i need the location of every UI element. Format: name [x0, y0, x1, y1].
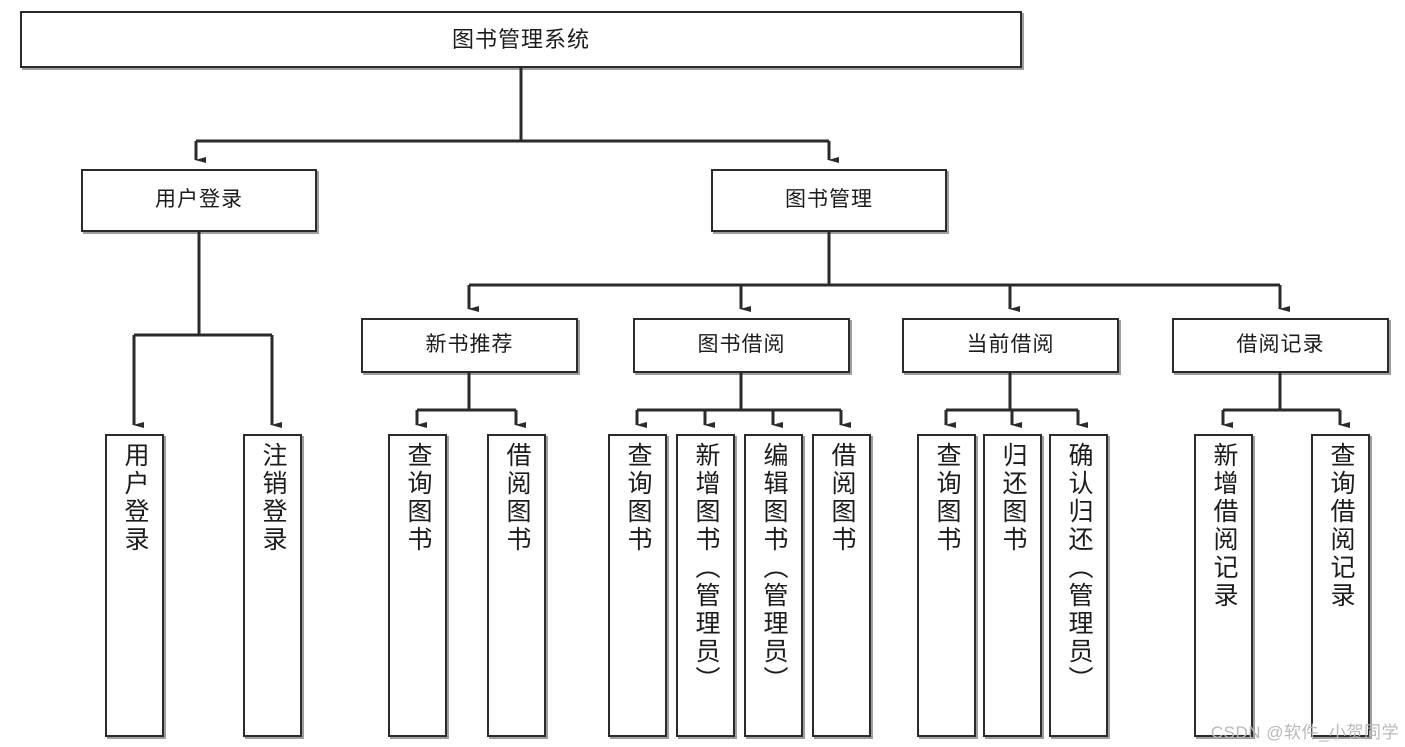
leaf-query-book-current[interactable]: 查询图书 [917, 434, 976, 737]
leaf-label: 查询图书 [624, 442, 652, 554]
leaf-confirm-return-admin[interactable]: 确认归还（管理员） [1049, 434, 1108, 737]
leaf-label: 用户登录 [121, 442, 149, 554]
leaf-label: 新增图书（管理员） [692, 442, 720, 694]
node-book-management-label: 图书管理 [785, 188, 873, 212]
leaf-logout-login[interactable]: 注销登录 [243, 434, 302, 737]
leaf-label: 查询图书 [933, 442, 961, 554]
leaf-label: 新增借阅记录 [1210, 442, 1238, 610]
node-root[interactable]: 图书管理系统 [20, 11, 1022, 68]
node-current-borrow-label: 当前借阅 [966, 333, 1055, 357]
leaf-return-book[interactable]: 归还图书 [983, 434, 1042, 737]
leaf-borrow-book-recommend[interactable]: 借阅图书 [487, 434, 546, 737]
leaf-label: 编辑图书（管理员） [760, 442, 788, 694]
watermark: CSDN @软件_小贺同学 [1210, 723, 1399, 742]
node-new-book-recommend-label: 新书推荐 [425, 333, 514, 357]
leaf-label: 注销登录 [259, 442, 287, 554]
leaf-label: 查询图书 [404, 442, 432, 554]
leaf-add-borrow-record[interactable]: 新增借阅记录 [1194, 434, 1253, 737]
leaf-label: 归还图书 [999, 442, 1027, 554]
node-root-label: 图书管理系统 [451, 26, 590, 52]
leaf-query-book-borrow[interactable]: 查询图书 [608, 434, 667, 737]
leaf-label: 借阅图书 [503, 442, 531, 554]
node-book-management[interactable]: 图书管理 [711, 169, 947, 232]
leaf-label: 查询借阅记录 [1327, 442, 1355, 610]
node-current-borrow[interactable]: 当前借阅 [902, 318, 1119, 373]
node-new-book-recommend[interactable]: 新书推荐 [361, 318, 578, 373]
leaf-label: 借阅图书 [828, 442, 856, 554]
node-user-login[interactable]: 用户登录 [81, 169, 317, 232]
node-borrow-record[interactable]: 借阅记录 [1172, 318, 1389, 373]
leaf-borrow-book[interactable]: 借阅图书 [812, 434, 871, 737]
node-book-borrow[interactable]: 图书借阅 [633, 318, 850, 373]
node-borrow-record-label: 借阅记录 [1236, 333, 1325, 357]
leaf-user-login[interactable]: 用户登录 [105, 434, 164, 737]
leaf-label: 确认归还（管理员） [1065, 442, 1093, 694]
node-book-borrow-label: 图书借阅 [697, 333, 786, 357]
node-user-login-label: 用户登录 [155, 188, 243, 212]
leaf-edit-book-admin[interactable]: 编辑图书（管理员） [744, 434, 803, 737]
leaf-add-book-admin[interactable]: 新增图书（管理员） [676, 434, 735, 737]
leaf-query-borrow-record[interactable]: 查询借阅记录 [1311, 434, 1370, 737]
leaf-query-book-recommend[interactable]: 查询图书 [388, 434, 447, 737]
